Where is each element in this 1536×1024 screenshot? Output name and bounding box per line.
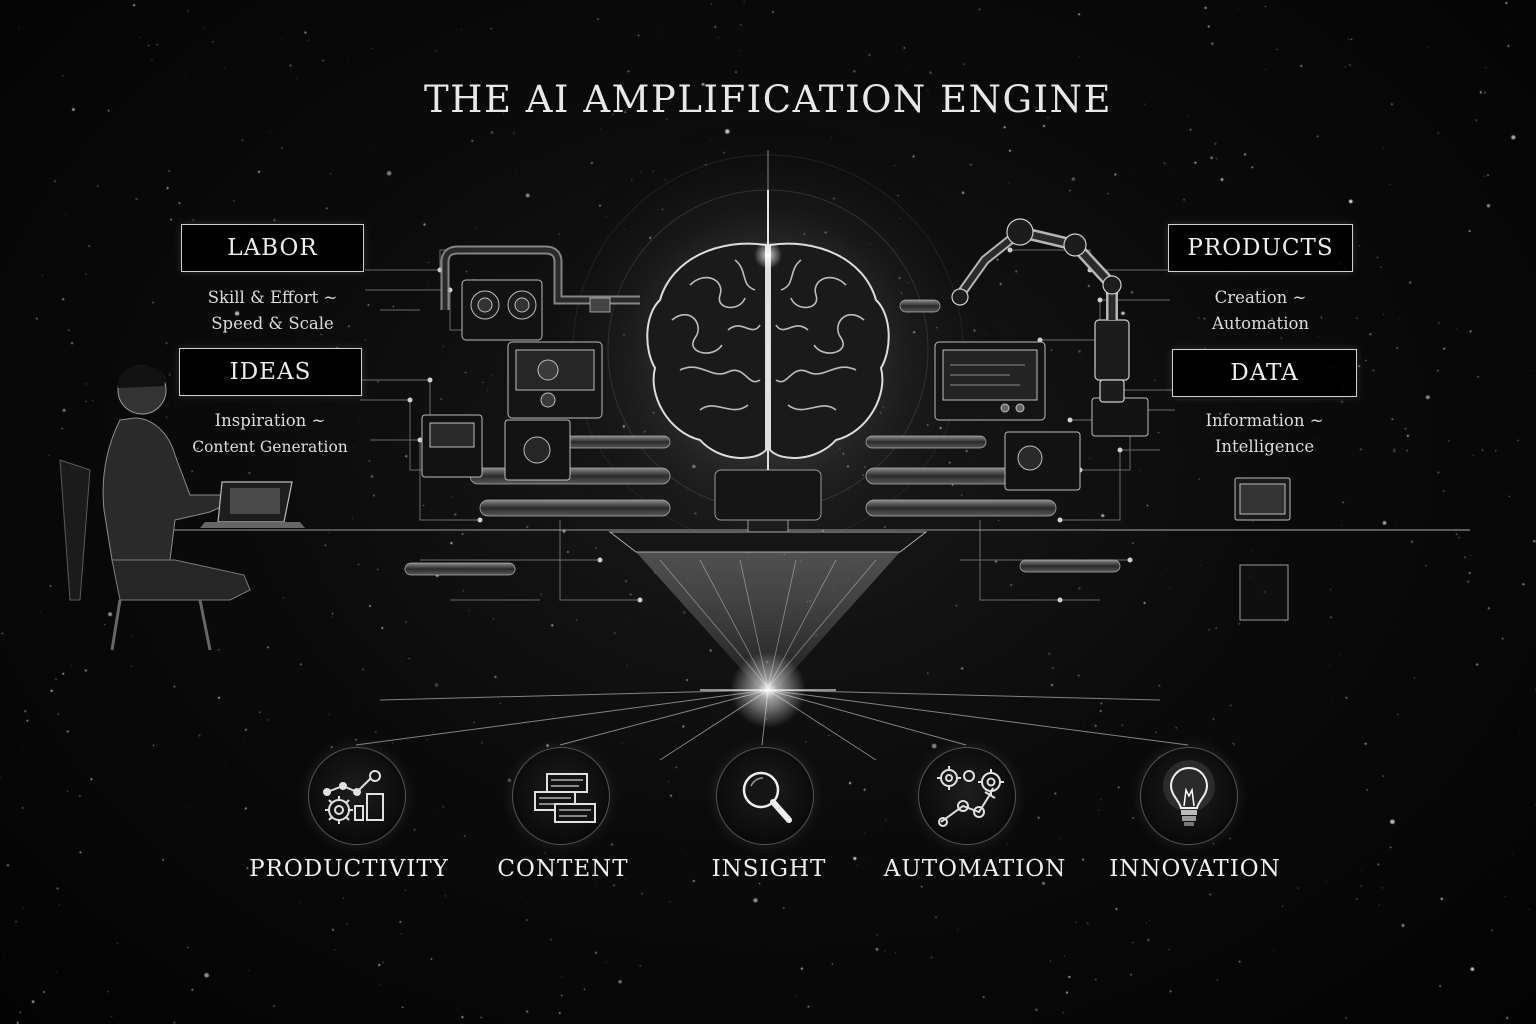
input-label-labor: LABOR <box>227 235 318 261</box>
input-desc-line: Creation ~ <box>1214 288 1307 307</box>
robotic-arm-icon <box>951 218 1130 403</box>
magnifying-glass-icon <box>716 747 814 845</box>
input-desc-line: Speed & Scale <box>211 314 334 333</box>
input-desc-data: Information ~ Intelligence <box>1172 408 1357 460</box>
outcome-label-content: CONTENT <box>497 856 629 882</box>
input-label-products: PRODUCTS <box>1187 235 1334 261</box>
input-desc-line: Inspiration ~ <box>214 411 326 430</box>
productivity-gear-chart-icon <box>308 747 406 845</box>
brain-icon <box>646 150 890 470</box>
content-documents-icon <box>512 747 610 845</box>
input-desc-line: Automation <box>1211 314 1310 333</box>
input-desc-ideas: Inspiration ~ Content Generation <box>170 408 370 460</box>
control-panels-right <box>934 341 1291 621</box>
input-box-products: PRODUCTS <box>1168 224 1353 272</box>
input-label-ideas: IDEAS <box>229 359 312 385</box>
input-desc-line: Skill & Effort ~ <box>207 288 338 307</box>
input-desc-line: Intelligence <box>1214 437 1315 456</box>
person-at-laptop-icon <box>59 365 305 651</box>
input-desc-line: Content Generation <box>192 438 348 456</box>
outcome-label-insight: INSIGHT <box>711 856 827 882</box>
page-title: THE AI AMPLIFICATION ENGINE <box>424 78 1112 121</box>
light-funnel <box>636 552 900 690</box>
gears-robotic-arm-icon <box>918 747 1016 845</box>
input-desc-labor: Skill & Effort ~ Speed & Scale <box>181 285 364 337</box>
input-box-labor: LABOR <box>181 224 364 272</box>
input-desc-products: Creation ~ Automation <box>1168 285 1353 337</box>
brain-stand <box>608 469 928 553</box>
input-box-data: DATA <box>1172 349 1357 397</box>
lightbulb-icon <box>1140 747 1238 845</box>
outcome-label-productivity: PRODUCTIVITY <box>249 856 449 882</box>
outcome-label-automation: AUTOMATION <box>883 856 1067 882</box>
input-box-ideas: IDEAS <box>179 348 362 396</box>
outcome-label-innovation: INNOVATION <box>1109 856 1281 882</box>
input-desc-line: Information ~ <box>1205 411 1324 430</box>
control-panels-left <box>421 279 603 481</box>
input-label-data: DATA <box>1230 360 1299 386</box>
